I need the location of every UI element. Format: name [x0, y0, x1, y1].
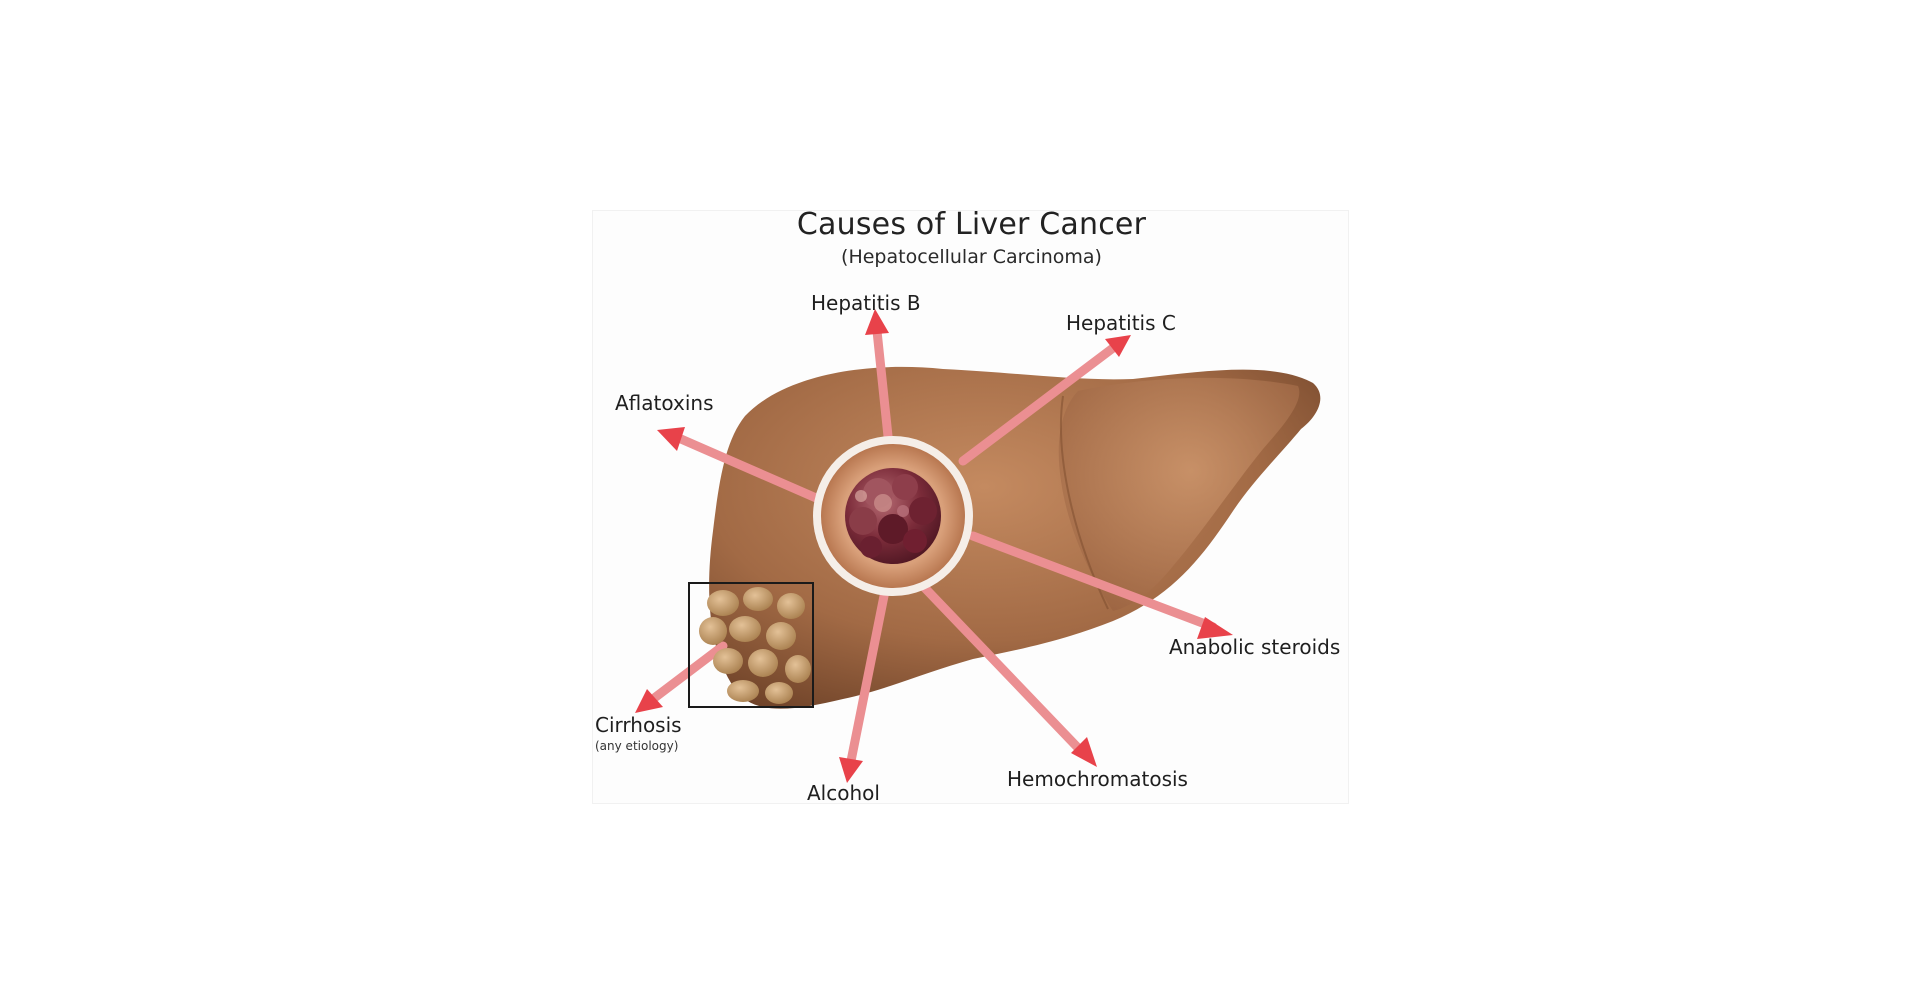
diagram-graphic [635, 309, 1321, 783]
diagram-subtitle: (Hepatocellular Carcinoma) [841, 246, 1102, 268]
label-cirrhosis-note: (any etiology) [595, 739, 679, 753]
label-hemochromatosis: Hemochromatosis [1007, 767, 1188, 791]
label-alcohol: Alcohol [807, 781, 880, 805]
label-aflatoxins: Aflatoxins [615, 391, 714, 415]
label-cirrhosis: Cirrhosis [595, 713, 682, 737]
label-hepatitis-c: Hepatitis C [1066, 311, 1176, 335]
cirrhosis-inset [688, 582, 814, 708]
label-anabolic-steroids: Anabolic steroids [1169, 635, 1341, 659]
label-hepatitis-b: Hepatitis B [811, 291, 921, 315]
liver-lobe [1058, 377, 1300, 611]
arrow-heads [635, 309, 1233, 783]
tumor-mass [845, 468, 941, 564]
liver-cancer-diagram: Causes of Liver Cancer (Hepatocellular C… [592, 207, 1349, 805]
diagram-title: Causes of Liver Cancer [796, 207, 1147, 242]
cause-arrows [648, 326, 1218, 766]
